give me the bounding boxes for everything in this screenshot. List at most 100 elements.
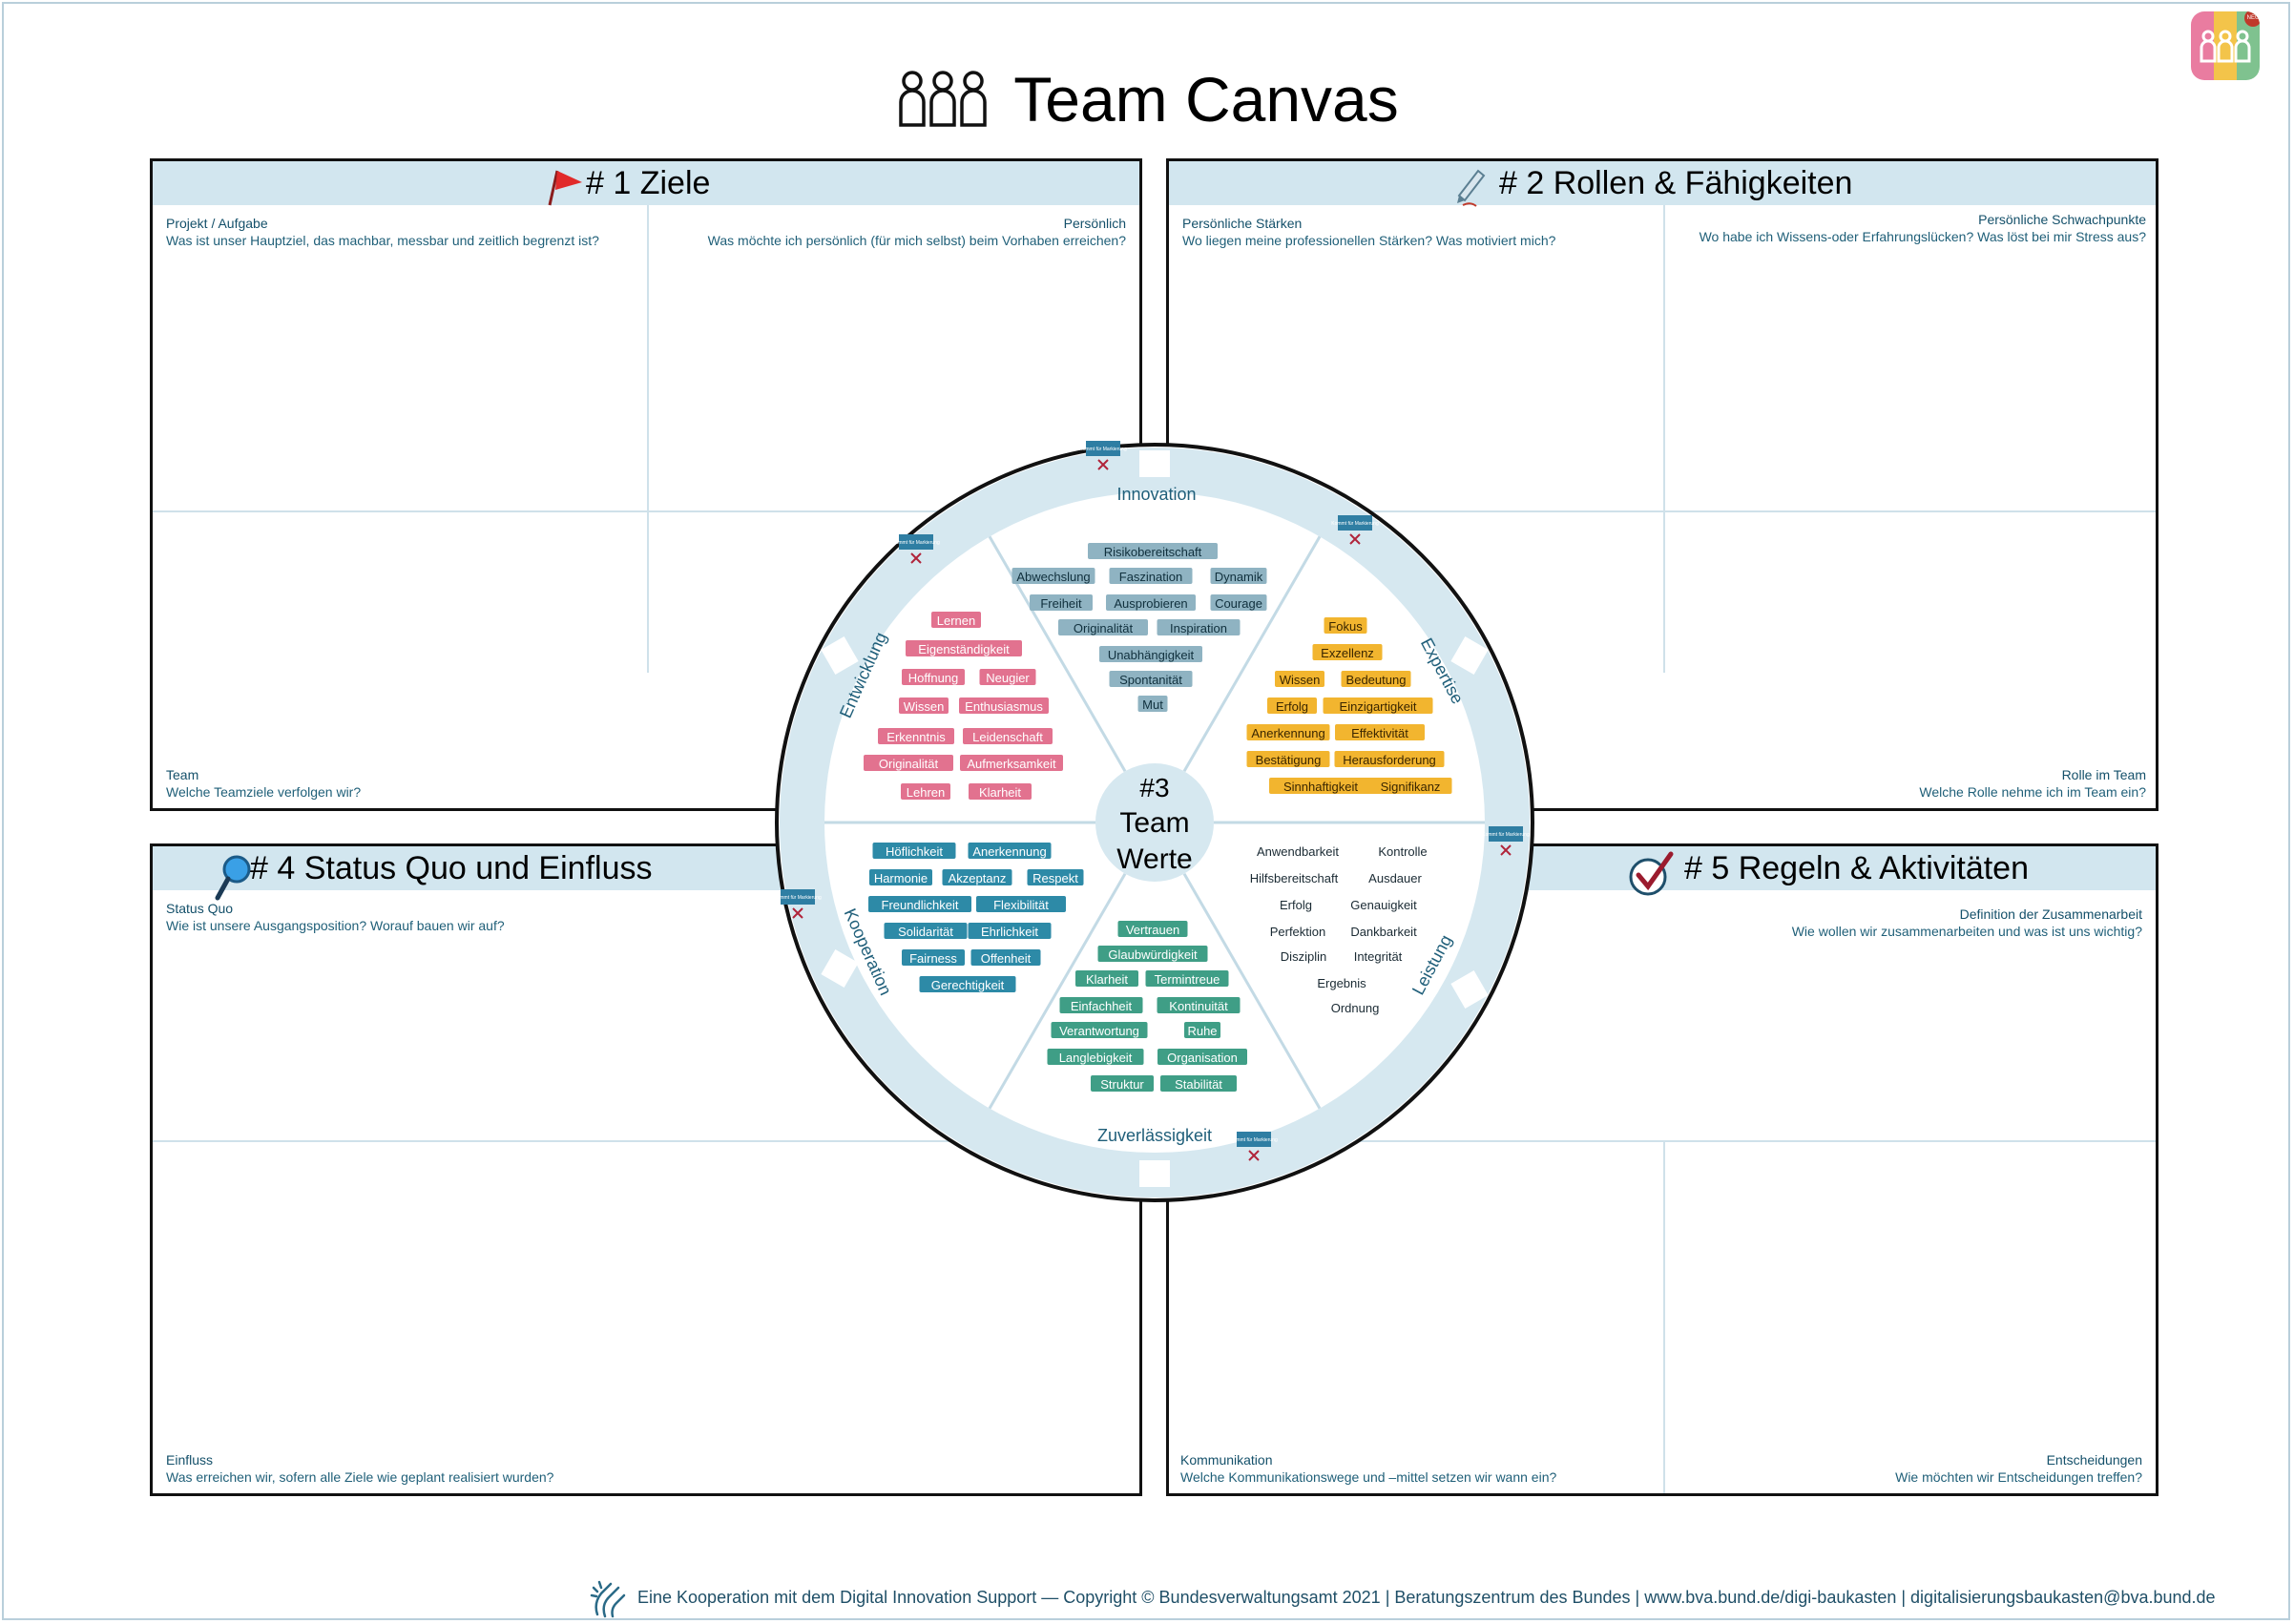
value-tag-expertise[interactable]: Einzigartigkeit <box>1323 697 1433 714</box>
ring-marker[interactable] <box>1139 450 1170 477</box>
value-tag-entwicklung[interactable]: Lernen <box>931 612 981 628</box>
ring-marker[interactable] <box>821 636 859 675</box>
value-tag-entwicklung[interactable]: Enthusiasmus <box>959 697 1049 714</box>
value-tag-kooperation[interactable]: Solidarität <box>884 923 968 939</box>
value-tag-expertise[interactable]: Signifikanz <box>1368 778 1452 794</box>
value-tag-innovation[interactable]: Risikobereitschaft <box>1088 543 1218 559</box>
value-tag-entwicklung[interactable]: Leidenschaft <box>963 728 1053 744</box>
value-tag-innovation[interactable]: Freiheit <box>1030 594 1093 611</box>
value-tag-kooperation[interactable]: Offenheit <box>970 949 1041 966</box>
value-tag-expertise[interactable]: Herausforderung <box>1334 751 1445 767</box>
value-tag-entwicklung[interactable]: Eigenständigkeit <box>906 640 1022 656</box>
value-tag-leistung-bg <box>1364 869 1427 885</box>
value-tag-zuverlaessigkeit[interactable]: Glaubwürdigkeit <box>1097 946 1208 962</box>
value-tag-zuverlaessigkeit-label: Langlebigkeit <box>1059 1051 1133 1065</box>
ring-marker[interactable] <box>1139 1160 1170 1187</box>
value-tag-expertise[interactable]: Sinnhaftigkeit <box>1269 778 1372 794</box>
value-tag-innovation[interactable]: Faszination <box>1109 568 1193 584</box>
value-tag-entwicklung[interactable]: Aufmerksamkeit <box>960 755 1063 771</box>
value-tag-zuverlaessigkeit[interactable]: Organisation <box>1157 1049 1247 1065</box>
magnifier-icon <box>215 855 251 901</box>
value-tag-zuverlaessigkeit-bg <box>1157 1049 1247 1065</box>
value-tag-entwicklung-bg <box>906 640 1022 656</box>
value-tag-expertise[interactable]: Exzellenz <box>1312 644 1383 660</box>
value-tag-expertise[interactable]: Wissen <box>1275 671 1324 687</box>
app-logo-icon[interactable]: NEU <box>2191 11 2260 80</box>
marker-sticky[interactable]: Kommt für Markierung <box>774 889 822 919</box>
value-tag-expertise[interactable]: Anerkennung <box>1246 724 1330 740</box>
value-tag-zuverlaessigkeit[interactable]: Stabilität <box>1160 1075 1237 1092</box>
value-tag-entwicklung-label: Wissen <box>904 699 945 714</box>
value-tag-kooperation[interactable]: Ehrlichkeit <box>968 923 1052 939</box>
value-tag-innovation-bg <box>1109 671 1193 687</box>
value-tag-kooperation[interactable]: Harmonie <box>869 869 932 885</box>
marker-sticky[interactable]: Kommt für Markierung <box>1230 1132 1278 1161</box>
value-tag-expertise[interactable]: Effektivität <box>1335 724 1425 740</box>
value-tag-leistung-label: Kontrolle <box>1378 844 1427 859</box>
value-tag-leistung[interactable]: Erfolg <box>1271 896 1321 912</box>
value-tag-kooperation[interactable]: Freundlichkeit <box>868 896 971 912</box>
value-tag-expertise[interactable]: Bedeutung <box>1341 671 1411 687</box>
value-tag-leistung[interactable]: Genauigkeit <box>1342 896 1426 912</box>
value-tag-expertise-bg <box>1275 671 1324 687</box>
value-tag-zuverlaessigkeit[interactable]: Einfachheit <box>1059 997 1143 1013</box>
value-tag-leistung-bg <box>1340 947 1416 964</box>
value-tag-innovation[interactable]: Abwechslung <box>1011 568 1095 584</box>
value-tag-leistung[interactable]: Ergebnis <box>1310 974 1373 990</box>
value-tag-entwicklung[interactable]: Hoffnung <box>902 669 965 685</box>
value-tag-zuverlaessigkeit[interactable]: Langlebigkeit <box>1047 1049 1144 1065</box>
value-tag-zuverlaessigkeit[interactable]: Kontinuität <box>1157 997 1241 1013</box>
value-tag-leistung[interactable]: Disziplin <box>1268 947 1339 964</box>
value-tag-innovation[interactable]: Courage <box>1210 594 1267 611</box>
value-tag-expertise[interactable]: Bestätigung <box>1246 751 1330 767</box>
value-tag-entwicklung[interactable]: Lehren <box>901 783 950 800</box>
value-tag-zuverlaessigkeit-label: Stabilität <box>1175 1077 1222 1092</box>
value-tag-kooperation[interactable]: Höflichkeit <box>872 843 956 859</box>
ring-marker[interactable] <box>1450 636 1489 675</box>
value-tag-entwicklung[interactable]: Klarheit <box>969 783 1032 800</box>
value-tag-kooperation[interactable]: Respekt <box>1027 869 1084 885</box>
value-tag-zuverlaessigkeit[interactable]: Klarheit <box>1075 970 1138 987</box>
value-tag-entwicklung[interactable]: Wissen <box>899 697 949 714</box>
value-tag-leistung[interactable]: Hilfsbereitschaft <box>1232 869 1356 885</box>
marker-sticky[interactable]: Kommt für Markierung <box>892 534 940 564</box>
value-tag-innovation[interactable]: Dynamik <box>1210 568 1267 584</box>
value-tag-innovation[interactable]: Inspiration <box>1157 619 1241 635</box>
value-tag-innovation[interactable]: Spontanität <box>1109 671 1193 687</box>
center-werte: Werte <box>1116 843 1192 875</box>
value-tag-kooperation[interactable]: Akzeptanz <box>942 869 1012 885</box>
value-tag-expertise[interactable]: Fokus <box>1324 617 1367 634</box>
value-tag-leistung[interactable]: Kontrolle <box>1367 843 1438 859</box>
divider <box>1169 1140 2156 1142</box>
marker-sticky[interactable]: Kommt für Markierung <box>1482 826 1530 856</box>
value-tag-innovation[interactable]: Unabhängigkeit <box>1099 646 1202 662</box>
value-tag-leistung[interactable]: Dankbarkeit <box>1342 923 1426 939</box>
value-tag-kooperation[interactable]: Flexibilität <box>976 896 1066 912</box>
value-tag-leistung[interactable]: Ordnung <box>1326 999 1384 1015</box>
value-tag-expertise[interactable]: Erfolg <box>1267 697 1317 714</box>
value-tag-zuverlaessigkeit-label: Klarheit <box>1086 972 1128 987</box>
value-tag-zuverlaessigkeit[interactable]: Ruhe <box>1184 1022 1220 1038</box>
value-tag-zuverlaessigkeit[interactable]: Termintreue <box>1145 970 1229 987</box>
value-tag-entwicklung[interactable]: Erkenntnis <box>878 728 954 744</box>
value-tag-leistung[interactable]: Perfektion <box>1260 923 1336 939</box>
value-tag-entwicklung[interactable]: Originalität <box>864 755 953 771</box>
value-tag-zuverlaessigkeit[interactable]: Struktur <box>1091 1075 1154 1092</box>
value-tag-innovation[interactable]: Ausprobieren <box>1106 594 1196 611</box>
marker-sticky[interactable]: Kommt für Markierung <box>1079 441 1127 470</box>
value-tag-entwicklung[interactable]: Neugier <box>979 669 1036 685</box>
ring-marker[interactable] <box>1450 970 1489 1009</box>
value-tag-innovation[interactable]: Originalität <box>1058 619 1148 635</box>
value-tag-innovation[interactable]: Mut <box>1137 696 1168 712</box>
value-tag-kooperation[interactable]: Fairness <box>902 949 965 966</box>
value-tag-leistung[interactable]: Anwendbarkeit <box>1249 843 1346 859</box>
ring-marker[interactable] <box>821 949 859 988</box>
marker-sticky[interactable]: Kommt für Markierung <box>1331 515 1379 545</box>
value-tag-leistung[interactable]: Ausdauer <box>1364 869 1427 885</box>
value-tag-kooperation[interactable]: Gerechtigkeit <box>919 976 1016 992</box>
value-tag-zuverlaessigkeit[interactable]: Vertrauen <box>1117 921 1188 937</box>
value-tag-kooperation[interactable]: Anerkennung <box>968 843 1052 859</box>
value-tag-zuverlaessigkeit[interactable]: Verantwortung <box>1051 1022 1148 1038</box>
value-tag-leistung[interactable]: Integrität <box>1340 947 1416 964</box>
